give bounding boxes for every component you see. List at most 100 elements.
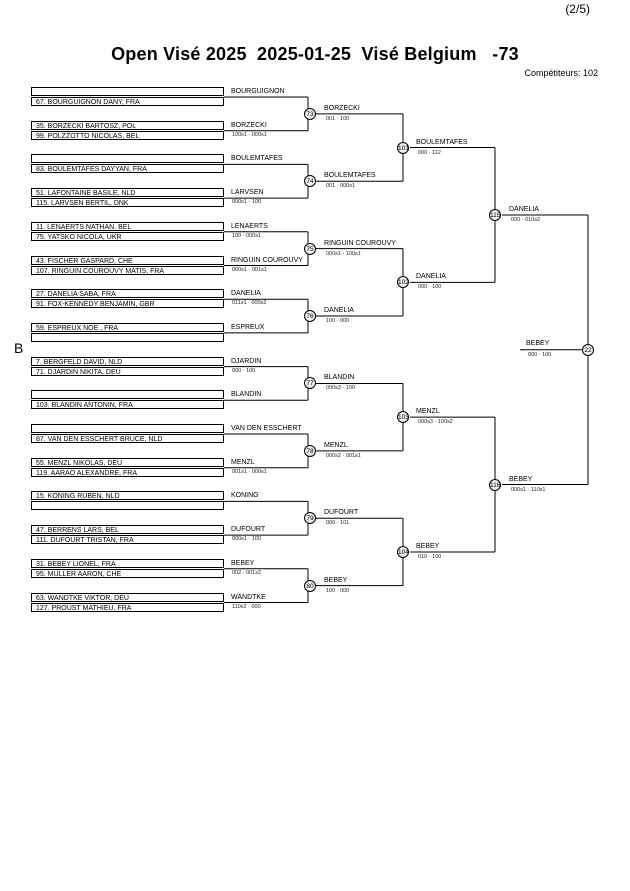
round2-score: 100 · 000 <box>326 318 350 325</box>
match-number-round2: 77 <box>304 377 316 390</box>
match-number-round2: 74 <box>304 175 316 188</box>
match-number-round3: 102 <box>397 276 409 289</box>
match-number-round2: 80 <box>304 579 316 592</box>
round2-winner: BLANDIN <box>324 374 355 382</box>
entry-top: 35. BORZECKI BARTOSZ, POL <box>31 120 224 130</box>
round1-winner: BLANDIN <box>231 391 262 399</box>
match-number-round2: 75 <box>304 242 316 255</box>
round2-score: 000s1 · 100s1 <box>326 250 361 257</box>
round1-score: 000s1 · 001s1 <box>232 266 267 273</box>
round3-winner: DANELIA <box>416 273 446 281</box>
round2-score: 000s3 · 100 <box>326 385 356 392</box>
match-number-round2: 73 <box>304 107 316 120</box>
entry-top <box>31 87 224 96</box>
round3-winner: BEBEY <box>416 542 440 550</box>
round1-winner: LARVSEN <box>231 189 264 197</box>
round2-score: 001 · 100 <box>326 115 350 122</box>
round1-winner: BORZECKI <box>231 121 267 129</box>
entry-top <box>31 390 224 400</box>
match-number-round3: 101 <box>397 141 409 154</box>
entry-bottom: 75. YATSKO NICOLA, UKR <box>31 231 224 241</box>
entry-top: 11. LENAERTS NATHAN, BEL <box>31 221 224 231</box>
match-number-round3: 103 <box>397 411 409 424</box>
entry-bottom: 127. PROUST MATHIEU, FRA <box>31 602 224 612</box>
round2-winner: DUFOURT <box>324 509 359 517</box>
entry-bottom: 87. VAN DEN ESSCHERT BRUCE, NLD <box>31 434 224 443</box>
page-title: Open Visé 2025 2025-01-25 Visé Belgium -… <box>111 44 519 64</box>
entry-bottom: 91. FOX-KENNEDY BENJAMIN, GBR <box>31 299 224 309</box>
entry-top: 31. BEBEY LIONEL, FRA <box>31 558 224 568</box>
round1-score: 001s1 · 000s1 <box>232 468 267 475</box>
round2-score: 100 · 000 <box>326 587 350 594</box>
round3-winner: BOULEMTAFES <box>416 138 468 146</box>
round1-winner: DUFOURT <box>231 526 266 534</box>
round3-score: 000 · 100 <box>418 284 442 291</box>
round1-score: 000s1 · 100 <box>232 199 262 206</box>
entry-bottom: 71. DJARDIN NIKITA, DEU <box>31 366 224 376</box>
entry-bottom: 119. AARAO ALEXANDRE, FRA <box>31 467 224 477</box>
round4-score: 000s1 · 110s1 <box>511 486 546 493</box>
round2-winner: RINGUIN COUROUVY <box>324 239 396 247</box>
entry-top: 51. LAFONTAINE BASILE, NLD <box>31 188 224 198</box>
entry-top: 59. ESPREUX NOE , FRA <box>31 322 224 332</box>
match-number-final: 22 <box>582 343 594 356</box>
match-number-round2: 76 <box>304 310 316 323</box>
round2-winner: MENZL <box>324 441 348 449</box>
entry-top: 15. KONING RUBEN, NLD <box>31 491 224 501</box>
match-number-round3: 104 <box>397 545 409 558</box>
entry-bottom <box>31 501 224 511</box>
entry-bottom: 67. BOURGUIGNON DANY, FRA <box>31 97 224 106</box>
round1-winner: DANELIA <box>231 290 261 298</box>
round1-winner: MENZL <box>231 458 255 466</box>
round1-score: 000s1 · 100 <box>232 536 262 543</box>
round1-winner: LENAERTS <box>231 222 268 230</box>
entry-bottom: 83. BOULEMTAFES DAYYAN, FRA <box>31 164 224 174</box>
match-number-round2: 79 <box>304 512 316 525</box>
pool-label: B <box>14 340 24 356</box>
entry-bottom <box>31 332 224 342</box>
round4-score: 000 · 010s2 <box>511 216 541 223</box>
match-number-round4: 116 <box>489 478 501 491</box>
final-score: 000 · 100 <box>528 351 552 358</box>
round1-score: 110s2 · 000 <box>232 603 261 610</box>
round1-winner: BOULEMTAFES <box>231 155 283 163</box>
round1-winner: KONING <box>231 492 259 500</box>
round3-score: 010 · 100 <box>418 553 442 560</box>
round2-winner: DANELIA <box>324 307 354 315</box>
round2-winner: BORZECKI <box>324 104 360 112</box>
round2-winner: BOULEMTAFES <box>324 172 376 180</box>
round3-score: 000s3 · 100s2 <box>418 419 453 426</box>
round1-winner: DJARDIN <box>231 357 262 365</box>
round3-winner: MENZL <box>416 408 440 416</box>
round2-score: 000s2 · 001s1 <box>326 452 361 459</box>
round1-score: 100 · 000s1 <box>232 232 262 239</box>
entry-bottom: 103. BLANDIN ANTONIN, FRA <box>31 400 224 410</box>
entry-top <box>31 424 224 433</box>
competitor-count: Compétiteurs: 102 <box>524 68 598 78</box>
round4-winner: BEBEY <box>509 475 533 483</box>
round1-winner: VAN DEN ESSCHERT <box>231 425 302 432</box>
page-number: (2/5) <box>565 2 590 16</box>
round1-winner: WANDTKE <box>231 593 266 601</box>
round2-score: 000 · 101 <box>326 520 350 527</box>
round1-score: 002 · 001s2 <box>232 569 262 576</box>
round1-winner: ESPREUX <box>231 323 265 331</box>
round2-score: 001 · 000s1 <box>326 183 356 190</box>
match-number-round2: 78 <box>304 444 316 457</box>
entry-bottom: 107. RINGUIN COUROUVY MATIS, FRA <box>31 265 224 275</box>
entry-top: 47. BERRENS LARS, BEL <box>31 525 224 535</box>
entry-top: 43. FISCHER GASPARD, CHE <box>31 255 224 265</box>
match-number-round4: 115 <box>489 208 501 221</box>
round1-score: 000 · 100 <box>232 367 256 374</box>
round2-winner: BEBEY <box>324 576 348 584</box>
entry-top: 55. MENZL NIKOLAS, DEU <box>31 457 224 467</box>
entry-top: 63. WANDTKE VIKTOR, DEU <box>31 592 224 602</box>
entry-top: 27. DANELIA SABA, FRA <box>31 289 224 299</box>
round3-score: 000 · 112 <box>418 149 441 156</box>
round1-winner: BOURGUIGNON <box>231 88 285 95</box>
entry-bottom: 115. LARVSEN BERTIL, DNK <box>31 198 224 208</box>
round1-winner: RINGUIN COUROUVY <box>231 256 303 264</box>
final-winner: BEBEY <box>526 339 550 347</box>
entry-bottom: 111. DUFOURT TRISTAN, FRA <box>31 535 224 545</box>
entry-bottom: 99. POLZZOTTO NICOLAS, BEL <box>31 130 224 140</box>
